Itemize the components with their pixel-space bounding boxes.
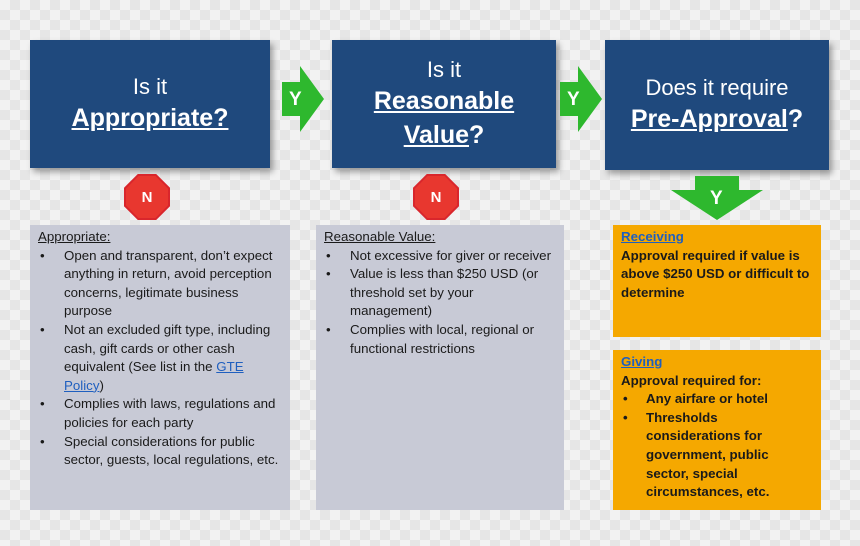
question-box-pre-approval: Does it require Pre-Approval? (605, 40, 829, 170)
approval-list: Any airfare or hotel Thresholds consider… (621, 390, 813, 502)
question-box-reasonable-value: Is it Reasonable Value? (332, 40, 556, 168)
panel-heading: Reasonable Value: (324, 229, 436, 244)
yes-arrow-1-label: Y (289, 89, 302, 110)
yes-arrow-1 (282, 66, 324, 132)
question-prefix: Is it (132, 74, 168, 99)
yes-arrow-2-label: Y (567, 89, 580, 110)
appropriate-criteria-panel: Appropriate: Open and transparent, don’t… (30, 225, 290, 510)
giving-panel: Giving Approval required for: Any airfar… (613, 350, 821, 510)
criteria-list: Not excessive for giver or receiver Valu… (324, 247, 556, 359)
panel-heading: Receiving (621, 229, 684, 244)
question-main: Appropriate? (71, 104, 229, 132)
question-main: Pre-Approval? (630, 105, 804, 133)
reasonable-value-criteria-panel: Reasonable Value: Not excessive for give… (316, 225, 564, 510)
list-item: Special considerations for public sector… (38, 433, 282, 470)
yes-arrow-2 (560, 66, 602, 132)
question-main-line2: Value? (403, 121, 485, 149)
list-item: Value is less than $250 USD (or threshol… (324, 265, 556, 321)
list-item: Complies with laws, regulations and poli… (38, 395, 282, 432)
criteria-list: Open and transparent, don’t expect anyth… (38, 247, 282, 470)
question-main-line1: Reasonable (373, 87, 515, 115)
receiving-panel: Receiving Approval required if value is … (613, 225, 821, 337)
list-item: Any airfare or hotel (621, 390, 813, 409)
yes-arrow-down-label: Y (710, 188, 723, 209)
list-item: Complies with local, regional or functio… (324, 321, 556, 358)
gte-policy-link[interactable]: GTE Policy (64, 359, 244, 393)
question-prefix: Does it require (645, 75, 789, 100)
no-label: N (141, 188, 153, 206)
question-box-appropriate: Is it Appropriate? (30, 40, 270, 168)
list-item: Not excessive for giver or receiver (324, 247, 556, 266)
panel-body: Approval required if value is above $250… (621, 247, 810, 300)
no-stop-sign-1: N (124, 174, 170, 220)
no-label: N (430, 188, 442, 206)
no-stop-sign-2: N (413, 174, 459, 220)
yes-arrow-down (671, 176, 763, 220)
panel-heading: Giving (621, 354, 663, 369)
panel-intro: Approval required for: (621, 372, 762, 388)
list-item: Not an excluded gift type, including cas… (38, 321, 282, 395)
panel-heading: Appropriate: (38, 229, 111, 244)
list-item: Thresholds considerations for government… (621, 409, 813, 502)
list-item: Open and transparent, don’t expect anyth… (38, 247, 282, 321)
question-prefix: Is it (426, 57, 462, 82)
